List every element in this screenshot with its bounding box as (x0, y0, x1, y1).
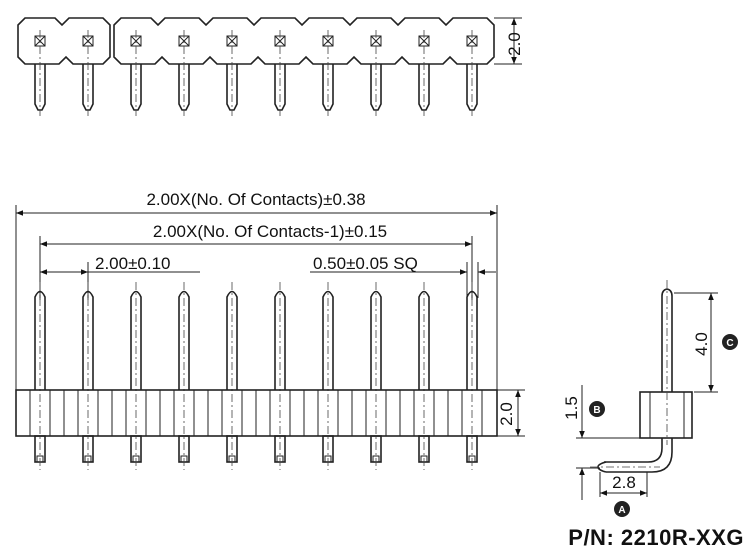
top-pin (274, 30, 286, 116)
marker-c: C (722, 334, 738, 350)
top-view-pins (34, 30, 478, 116)
svg-text:B: B (593, 405, 600, 416)
side-offset-label: 2.8 (612, 473, 636, 492)
side-offset-dimension: 2.8 (599, 472, 648, 497)
front-pin (82, 282, 94, 470)
front-pin (466, 282, 478, 470)
top-pin (418, 30, 430, 116)
top-pin (130, 30, 142, 116)
top-pin (322, 30, 334, 116)
side-pin-length-label: 4.0 (692, 332, 711, 356)
overall-length-dimension: 2.00X(No. Of Contacts)±0.38 (15, 190, 498, 392)
pin-size-dimension: 0.50±0.05 SQ (310, 254, 496, 298)
top-pin (370, 30, 382, 116)
front-height-label: 2.0 (497, 402, 516, 426)
front-pin (178, 282, 190, 470)
side-height-dimension: 1.5 (562, 385, 640, 500)
front-view: 2.00X(No. Of Contacts)±0.38 2.00X(No. Of… (15, 190, 525, 470)
front-pin (274, 282, 286, 470)
top-height-label: 2.0 (505, 32, 524, 56)
pin-span-label: 2.00X(No. Of Contacts-1)±0.15 (153, 222, 387, 241)
pitch-dimension: 2.00±0.10 (40, 254, 200, 300)
top-pin (226, 30, 238, 116)
front-pin (34, 282, 46, 470)
svg-text:A: A (618, 505, 625, 516)
top-view: 2.0 (17, 17, 524, 116)
front-pin (226, 282, 238, 470)
top-height-dimension: 2.0 (494, 17, 524, 65)
marker-b: B (589, 401, 605, 417)
front-pin (322, 282, 334, 470)
side-height-label: 1.5 (562, 396, 581, 420)
front-pin (370, 282, 382, 470)
marker-a: A (614, 501, 630, 517)
front-view-body (15, 389, 498, 437)
top-pin (466, 30, 478, 116)
top-pin (178, 30, 190, 116)
side-view: 4.0 1.5 2.8 C B A (562, 280, 738, 517)
front-pin (130, 282, 142, 470)
front-view-pins (34, 282, 478, 470)
pitch-label: 2.00±0.10 (95, 254, 171, 273)
svg-text:C: C (726, 338, 733, 349)
overall-length-label: 2.00X(No. Of Contacts)±0.38 (146, 190, 365, 209)
part-number: P/N: 2210R-XXG (568, 525, 744, 550)
front-pin (418, 282, 430, 470)
top-view-body (17, 17, 495, 65)
front-height-dimension: 2.0 (497, 389, 525, 437)
pin-size-label: 0.50±0.05 SQ (313, 254, 418, 273)
top-pin (34, 30, 46, 116)
side-pin-length-dimension: 4.0 (674, 292, 718, 393)
top-pin (82, 30, 94, 116)
